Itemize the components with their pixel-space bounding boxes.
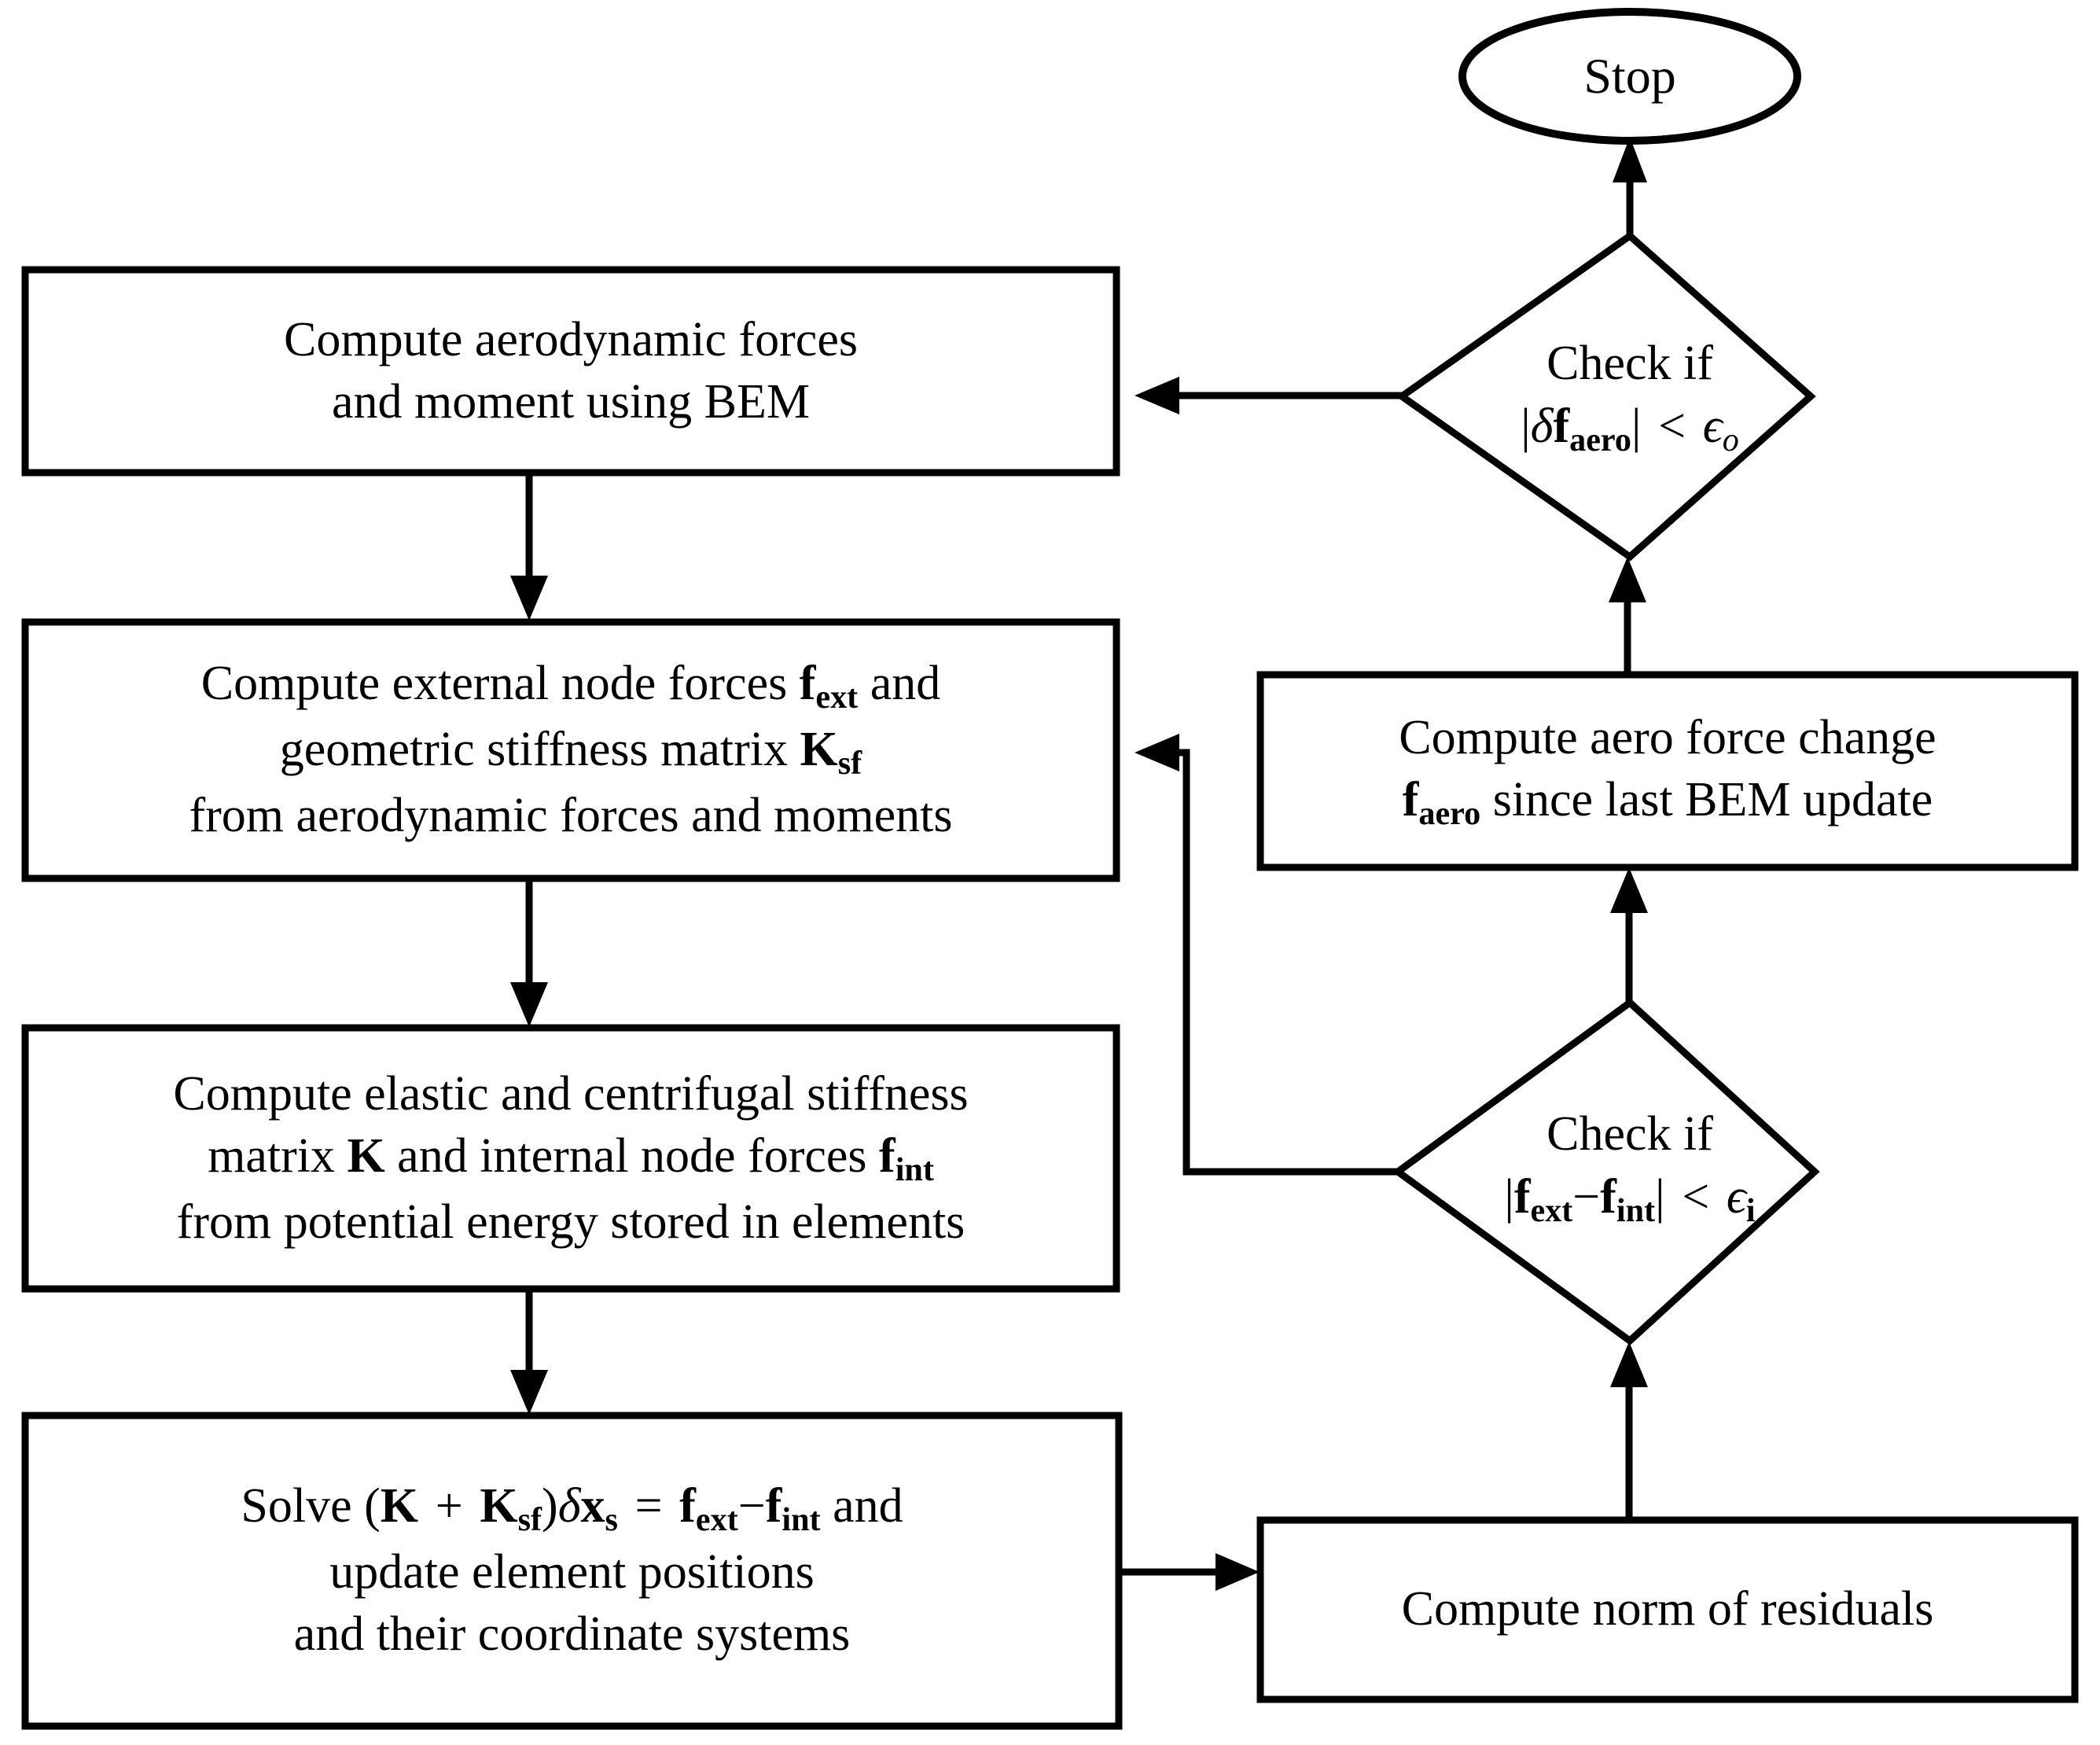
edge-solve-to-residual	[1119, 1553, 1260, 1591]
node-compute-residual-norm-shape[interactable]	[1256, 1516, 2079, 1703]
node-stop-shape[interactable]	[1458, 8, 1801, 145]
edge-check-outer-to-aero	[1135, 377, 1402, 414]
node-compute-stiffness-shape[interactable]	[21, 1024, 1120, 1293]
edge-aero-to-external	[510, 473, 548, 620]
edge-check-outer-to-stop	[1613, 137, 1647, 236]
edge-residual-to-check-inner	[1610, 1342, 1648, 1520]
edge-aero-change-to-check-outer	[1609, 557, 1646, 675]
node-compute-aero-forces-shape[interactable]	[21, 266, 1120, 477]
node-compute-aero-change-shape[interactable]	[1256, 671, 2079, 871]
edge-check-inner-to-external	[1135, 734, 1398, 1176]
node-check-inner-shape[interactable]	[1392, 998, 1820, 1346]
edge-stiffness-to-solve	[510, 1289, 548, 1415]
edge-check-inner-to-aero-change	[1610, 867, 1648, 1003]
node-compute-external-forces-shape[interactable]	[21, 618, 1120, 882]
edge-external-to-stiffness	[510, 878, 548, 1027]
node-solve-system-shape[interactable]	[21, 1412, 1123, 1730]
node-check-outer-shape[interactable]	[1396, 231, 1816, 561]
